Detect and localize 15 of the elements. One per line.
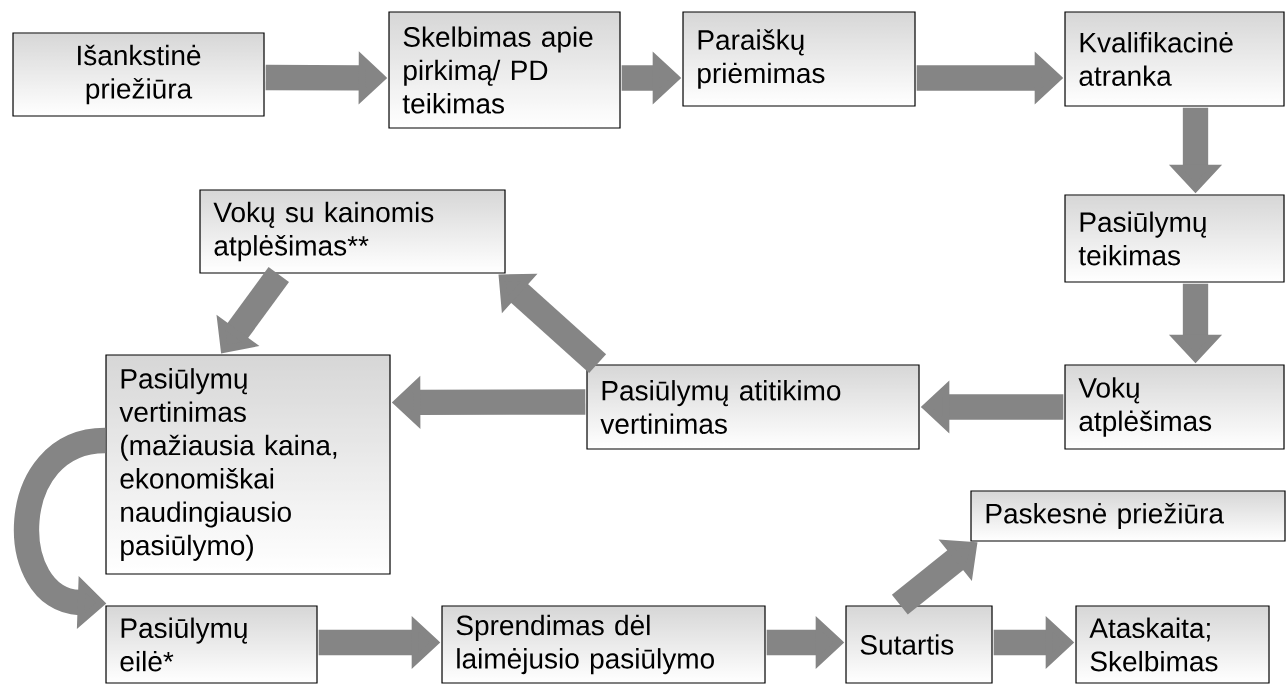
process-box: Paraiškų priėmimas	[682, 11, 916, 107]
process-box: Vokų atplėšimas	[1064, 364, 1285, 450]
process-box: Ataskaita; Skelbimas	[1075, 605, 1270, 684]
process-box: Vokų su kainomis atplėšimas**	[199, 189, 506, 274]
process-box: Pasiūlymų eilė*	[105, 605, 318, 684]
block-arrow	[498, 273, 607, 374]
process-box: Kvalifikacinė atranka	[1064, 11, 1285, 107]
process-box: Skelbimas apie pirkimą/ PD teikimas	[388, 11, 621, 129]
process-box: Sprendimas dėl laimėjusio pasiūlymo	[441, 605, 766, 684]
process-box: Išankstinė priežiūra	[12, 32, 265, 117]
process-box: Paskesnė priežiūra	[970, 490, 1286, 542]
process-box: Pasiūlymų atitikimo vertinimas	[586, 364, 920, 450]
process-box: Pasiūlymų vertinimas (mažiausia kaina, ekonomiškai naudingiausio pasiūlymo)	[105, 354, 391, 575]
process-box: Pasiūlymų teikimas	[1064, 194, 1285, 283]
process-box: Sutartis	[845, 605, 993, 684]
